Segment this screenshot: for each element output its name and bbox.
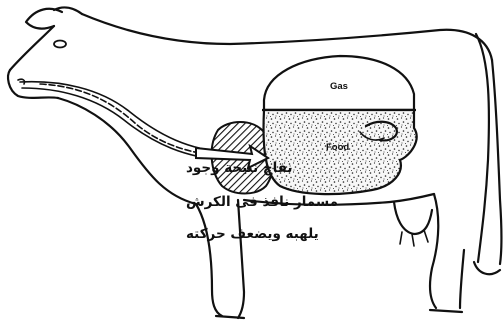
food-label: Food <box>326 142 349 153</box>
caption-line-1: نفاخ نتيجة وجود <box>186 160 293 176</box>
caption-line-2: مسمار نافذ فى الكرش <box>186 194 338 210</box>
gas-label: Gas <box>330 81 348 92</box>
caption-line-3: يلهبه ويضعف حركته <box>186 226 319 242</box>
